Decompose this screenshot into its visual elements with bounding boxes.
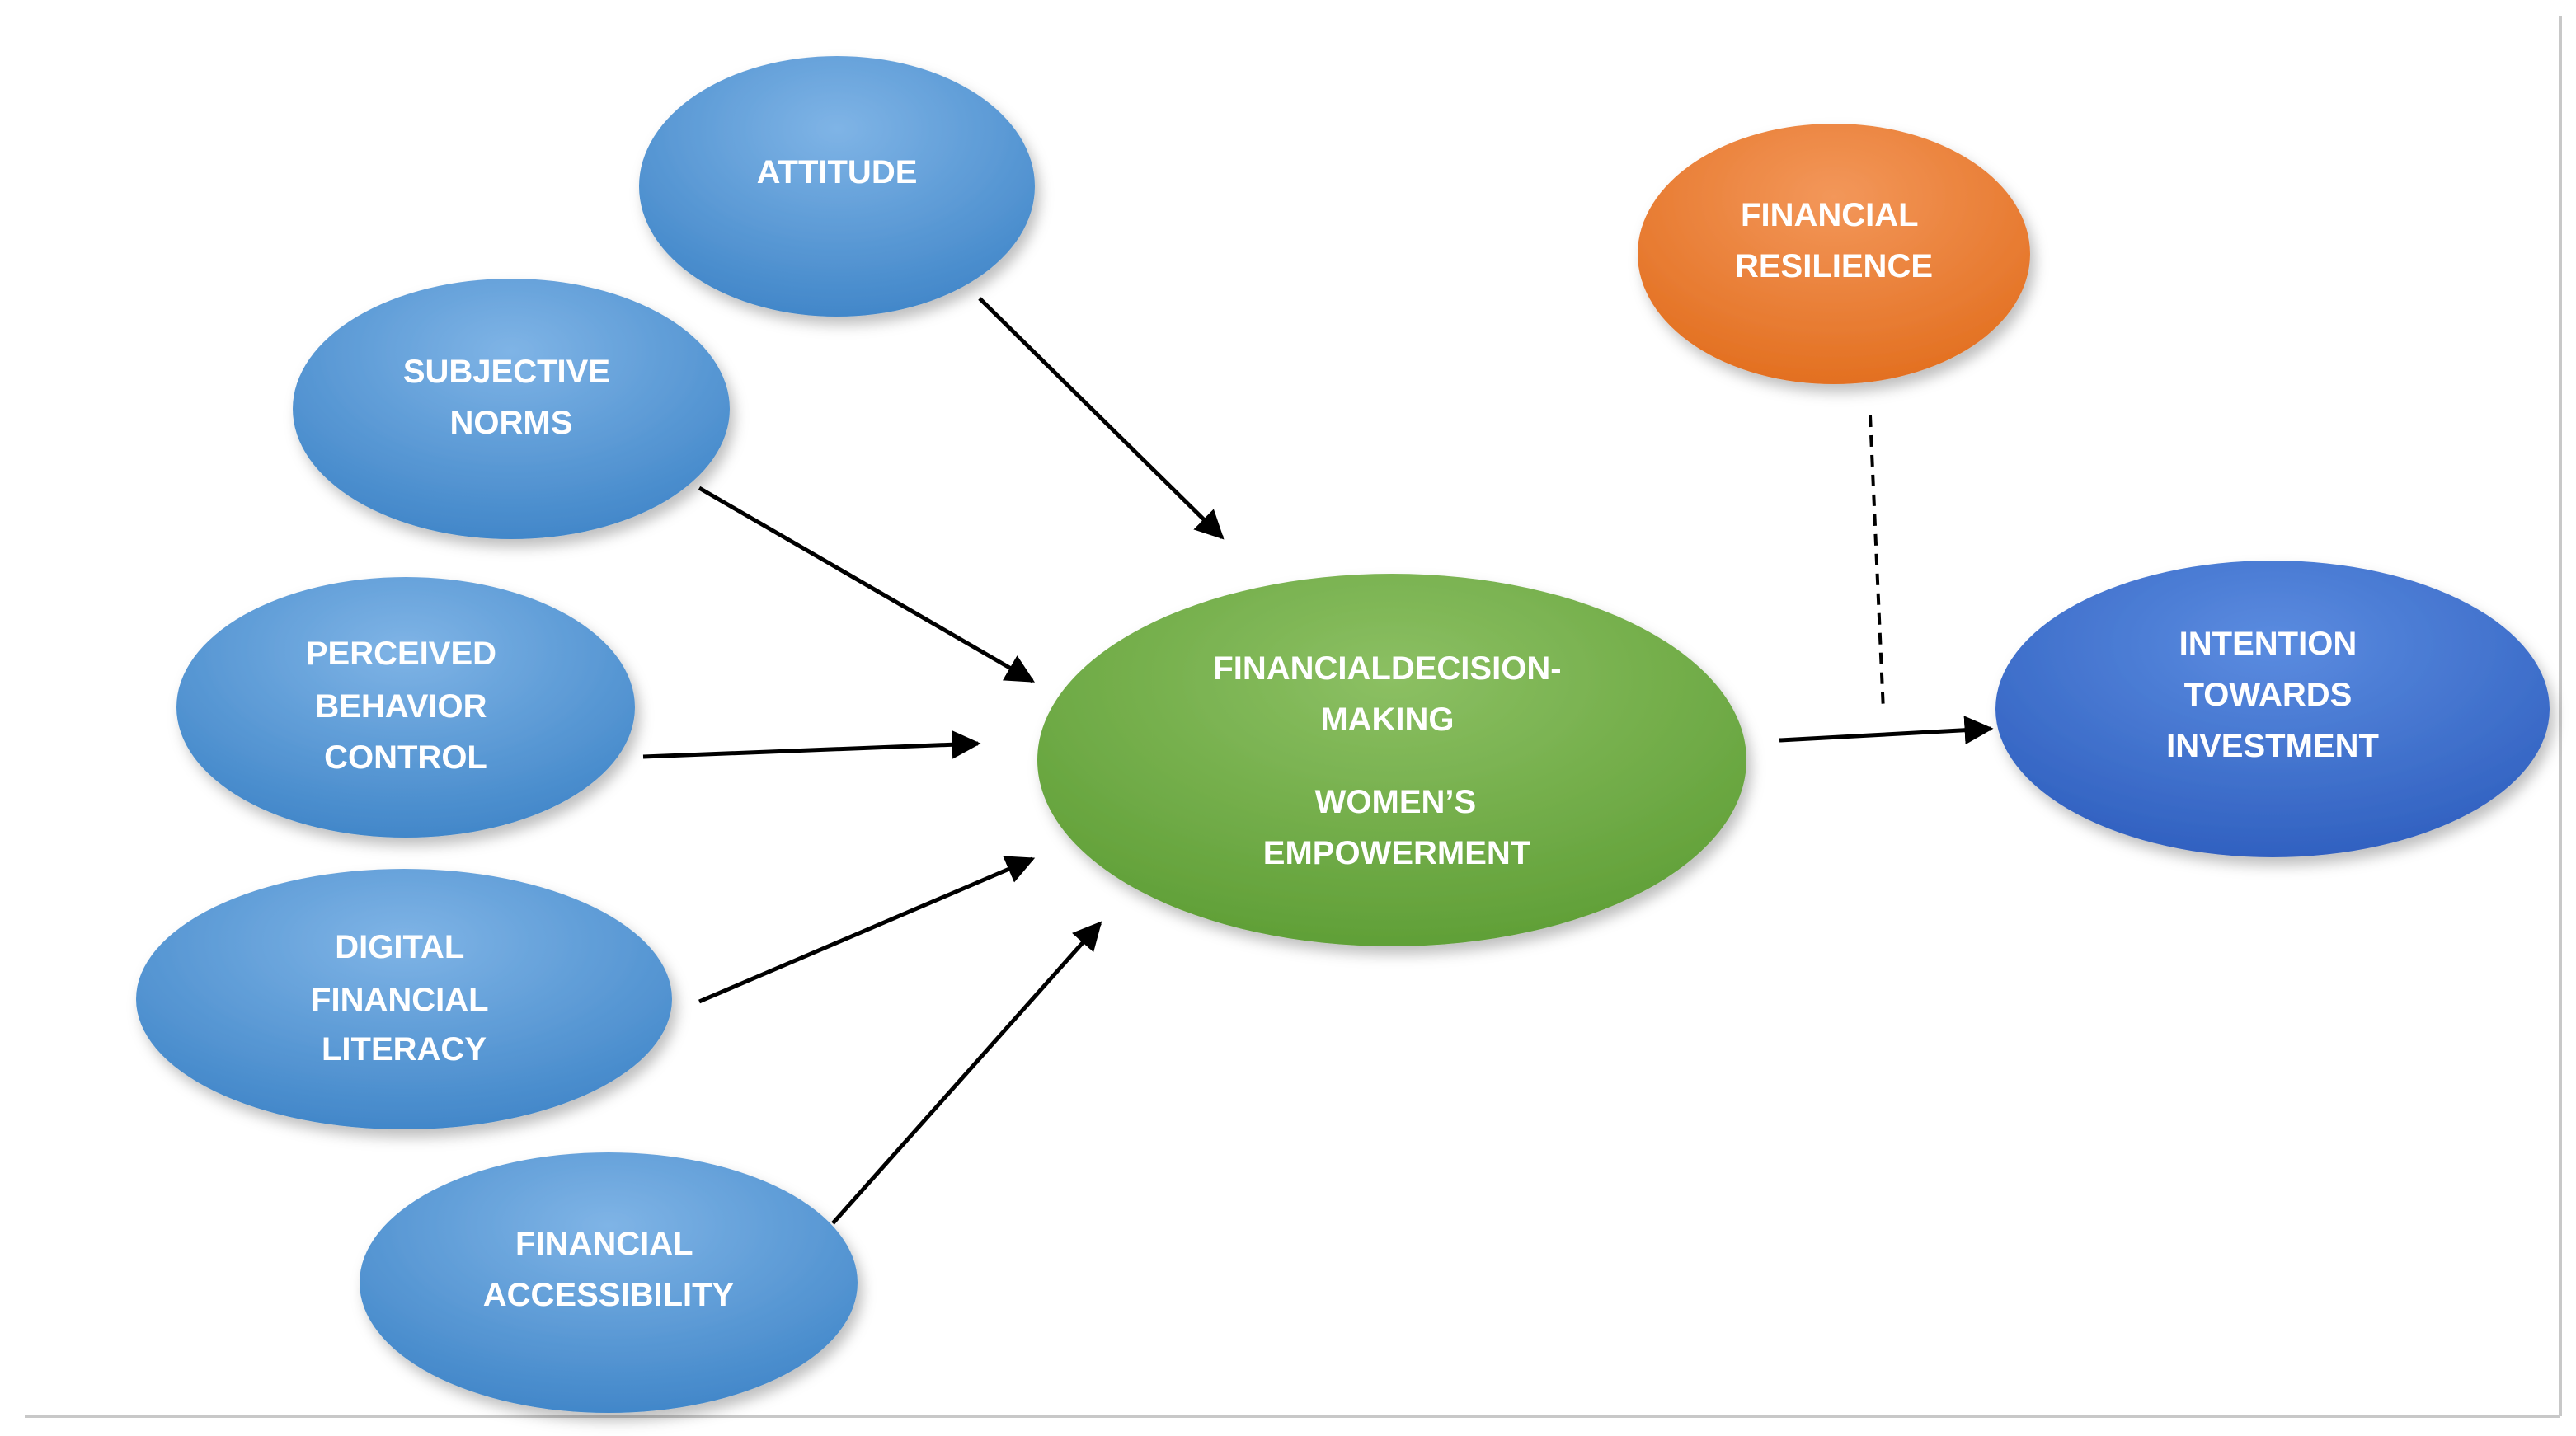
svg-text:SUBJECTIVE NORMS: SUBJECTIVE NORMS — [403, 354, 619, 441]
node-digital-label-1: DIGITAL — [335, 929, 464, 965]
node-financial-decision-making-shape — [1037, 574, 1746, 946]
svg-text:FINANCIAL RESILIENCE: FINANCIAL RESILIENCE — [1735, 197, 1933, 284]
arrow-perceived-to-center — [642, 730, 981, 759]
node-intention-label-1: INTENTION — [2179, 626, 2357, 662]
node-intention-label-3: INVESTMENT — [2166, 728, 2379, 764]
node-resilience-label-2: RESILIENCE — [1735, 248, 1933, 284]
node-attitude: ATTITUDE — [639, 56, 1035, 317]
node-center-label-4: EMPOWERMENT — [1263, 835, 1530, 871]
svg-text:INTENTION TOWARDS: INTENTION TOWARDS INVESTMENT — [2166, 626, 2379, 764]
node-center-label-3: WOMEN’S — [1315, 784, 1477, 820]
svg-text:PERCEIVED BEHAVIOR: PERCEIVED BEHAVIOR CONTROL — [306, 636, 505, 776]
node-subjective-norms-label-1: SUBJECTIVE — [403, 354, 610, 390]
node-intention-label-2: TOWARDS — [2184, 677, 2353, 713]
node-financial-decision-making: FINANCIALDECISION- MAKING WOMEN’S EMPOWE… — [1037, 574, 1746, 946]
node-digital-financial-literacy: DIGITAL FINANCIAL LITERACY — [136, 869, 672, 1129]
arrow-digital-to-center — [698, 856, 1036, 1004]
node-accessibility-label-2: ACCESSIBILITY — [483, 1277, 735, 1313]
node-subjective-norms-shape — [293, 279, 730, 539]
dashed-moderator-line — [1869, 415, 1885, 711]
svg-text:FINANCIALDECISION- MAKIN: FINANCIALDECISION- MAKING WOMEN’S EMPOWE… — [1213, 650, 1570, 871]
arrow-accessibility-to-center — [831, 921, 1102, 1225]
node-digital-financial-literacy-shape — [136, 869, 672, 1129]
node-resilience-label-1: FINANCIAL — [1741, 197, 1918, 233]
node-digital-label-3: LITERACY — [322, 1031, 487, 1068]
node-perceived-label-2: BEHAVIOR — [315, 688, 487, 725]
svg-text:ATTITUDE: ATTITUDE — [757, 154, 918, 190]
node-subjective-norms: SUBJECTIVE NORMS — [293, 279, 730, 539]
node-financial-accessibility-shape — [360, 1152, 858, 1413]
node-attitude-label-1: ATTITUDE — [757, 154, 918, 190]
node-financial-accessibility: FINANCIAL ACCESSIBILITY — [360, 1152, 858, 1413]
node-perceived-behavior-control-shape — [176, 577, 635, 838]
node-center-label-2: MAKING — [1320, 702, 1454, 738]
node-perceived-label-3: CONTROL — [324, 739, 487, 776]
node-perceived-label-1: PERCEIVED — [306, 636, 496, 672]
node-subjective-norms-label-2: NORMS — [450, 405, 573, 441]
arrow-subjective-to-center — [698, 486, 1036, 683]
node-financial-resilience: FINANCIAL RESILIENCE — [1638, 124, 2030, 384]
node-financial-resilience-shape — [1638, 124, 2030, 384]
node-center-label-1: FINANCIALDECISION- — [1213, 650, 1561, 687]
node-attitude-shape — [639, 56, 1035, 317]
node-digital-label-2: FINANCIAL — [311, 982, 488, 1018]
svg-text:FINANCIAL ACCESSIBILITY: FINANCIAL ACCESSIBILITY — [483, 1226, 735, 1313]
node-perceived-behavior-control: PERCEIVED BEHAVIOR CONTROL — [176, 577, 635, 838]
node-accessibility-label-1: FINANCIAL — [515, 1226, 693, 1262]
node-intention-towards-investment: INTENTION TOWARDS INVESTMENT — [1995, 561, 2550, 857]
node-intention-towards-investment-shape — [1995, 561, 2550, 857]
arrow-attitude-to-center — [978, 297, 1225, 540]
svg-text:DIGITAL FINANCIAL: DIGITAL FINANCIAL LITERACY — [311, 929, 497, 1068]
arrow-center-to-intention — [1779, 716, 1994, 745]
